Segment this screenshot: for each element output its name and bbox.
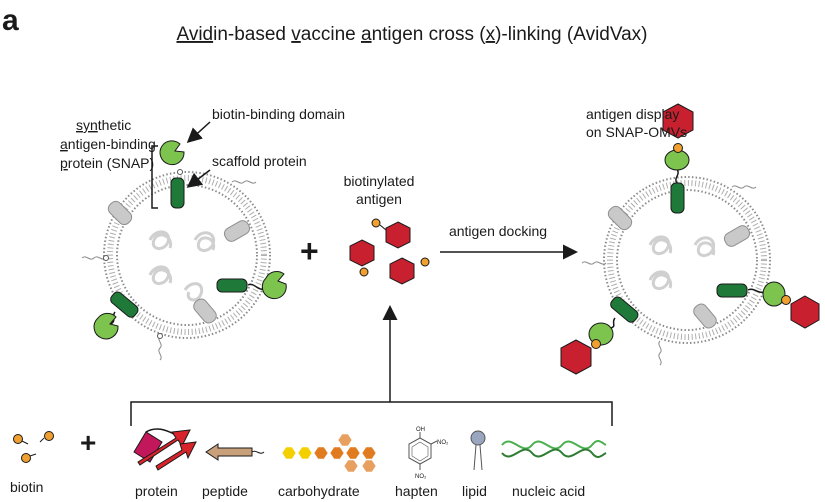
snap-label-segment: thetic [98, 117, 131, 133]
plus-sign: + [300, 233, 319, 269]
nucleic-acid-icon [501, 439, 607, 459]
biotinylated-antigens [349, 218, 430, 285]
snap-label-line1: synthetic [76, 117, 131, 133]
label-scaffold-protein: scaffold protein [212, 153, 307, 169]
label-nucleic-acid: nucleic acid [512, 483, 585, 499]
figure-title: Avidin-based vaccine antigen cross (x)-l… [176, 24, 647, 45]
arrow-scaffold-protein [186, 169, 211, 188]
hapten-icon [408, 432, 438, 470]
title-segment: accine [301, 24, 361, 45]
snap-label-segment: ntigen-binding [68, 136, 156, 152]
peptide-icon [205, 443, 265, 461]
omv-left [81, 140, 287, 361]
title-segment: in-based [213, 24, 291, 45]
antigen-types-bracket [130, 401, 613, 426]
label-antigen-docking: antigen docking [449, 223, 547, 239]
protein-icon [133, 428, 197, 471]
label-antigen-display: antigen display [586, 106, 679, 122]
panel-label: a [2, 4, 19, 37]
plus-sign-bottom: + [80, 427, 96, 458]
carbohydrate-icon [281, 433, 377, 473]
title-segment: a [361, 24, 372, 45]
title-segment: ntigen cross ( [372, 24, 487, 45]
biotin-molecules [13, 431, 54, 463]
label-biotin: biotin [10, 479, 43, 495]
title-segment: v [291, 24, 301, 45]
snap-label-segment: p [60, 155, 68, 171]
title-segment: Avid [176, 24, 213, 45]
title-segment: x [486, 24, 496, 45]
label-antigen: antigen [356, 191, 402, 207]
label-biotin-binding-domain: biotin-binding domain [212, 106, 345, 122]
label-peptide: peptide [202, 483, 248, 499]
label-carbohydrate: carbohydrate [278, 483, 360, 499]
label-lipid: lipid [462, 483, 487, 499]
hapten-no2-a: NO₂ [437, 440, 449, 446]
label-hapten: hapten [395, 483, 438, 499]
snap-label-segment: a [60, 136, 68, 152]
snap-label-line3: protein (SNAP) [60, 155, 154, 171]
label-biotinylated: biotinylated [344, 173, 415, 189]
snap-label-segment: rotein (SNAP) [68, 155, 154, 171]
snap-label-line2: antigen-binding [60, 136, 156, 152]
hapten-no2-b: NO₂ [415, 474, 427, 480]
title-segment: )-linking (AvidVax) [495, 24, 647, 45]
arrow-biotin-binding-domain [186, 121, 211, 144]
omv-right [560, 103, 820, 375]
snap-label-segment: syn [76, 117, 98, 133]
label-protein: protein [135, 483, 178, 499]
label-on-snap-omvs: on SNAP-OMVs [586, 124, 687, 140]
snap-bracket [151, 145, 158, 209]
cargo-squiggles [148, 230, 216, 302]
hapten-oh: OH [416, 427, 425, 433]
lipid-icon [470, 430, 486, 471]
